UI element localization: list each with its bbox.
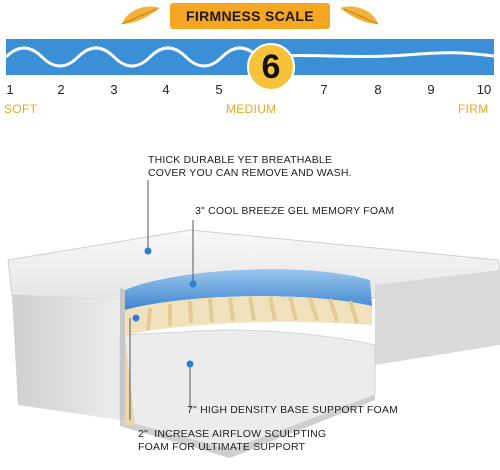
callout-base-foam: 7" HIGH DENSITY BASE SUPPORT FOAM [187, 404, 399, 416]
mattress-airflow-layer [125, 296, 372, 335]
mattress-side [12, 295, 120, 420]
scale-firm-label: FIRM [458, 102, 489, 116]
scale-soft-label: SOFT [4, 102, 38, 116]
callout-gel-foam: 3" COOL BREEZE GEL MEMORY FOAM [195, 205, 395, 217]
scale-number: 8 [374, 82, 382, 97]
mattress-illustration [7, 180, 500, 458]
callout-cover: THICK DURABLE YET BREATHABLE COVER YOU C… [148, 154, 352, 179]
scale-number: 10 [476, 82, 492, 97]
scale-number: 9 [427, 82, 435, 97]
scale-medium-label: MEDIUM [226, 102, 277, 116]
scale-number: 3 [110, 82, 118, 97]
scale-number: 1 [6, 82, 14, 97]
firmness-scale-title: FIRMNESS SCALE [170, 3, 330, 29]
scale-number: 2 [57, 82, 65, 97]
rating-badge [247, 43, 295, 91]
mattress-base-foam [119, 329, 376, 451]
feather-right-icon [340, 6, 379, 25]
mattress-gel-layer [125, 269, 372, 310]
scale-number: 7 [320, 82, 328, 97]
scale-number: 4 [162, 82, 170, 97]
feather-left-icon [121, 6, 160, 25]
scale-number: 5 [215, 82, 223, 97]
rating-value: 6 [261, 47, 281, 86]
callout-airflow-foam: 2" INCREASE AIRFLOW SCULPTING FOAM FOR U… [138, 428, 327, 453]
firmness-scale-title-text: FIRMNESS SCALE [186, 8, 314, 24]
mattress-airflow-slats [146, 296, 359, 331]
